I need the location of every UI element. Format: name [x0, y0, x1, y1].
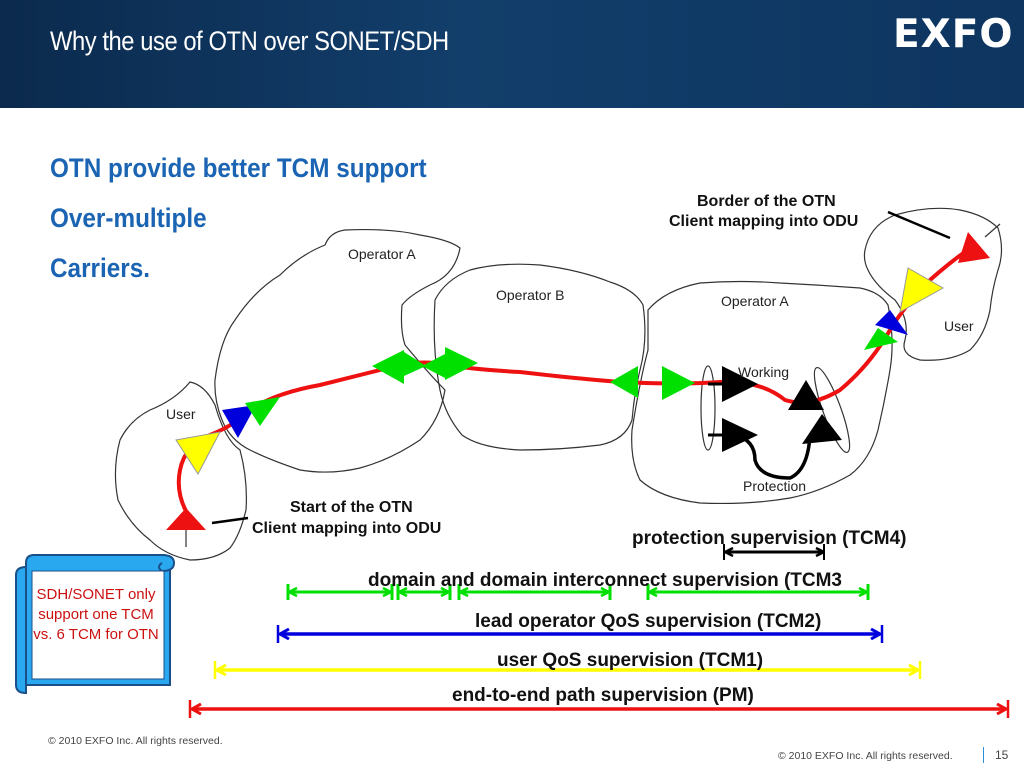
user-left-domain: [114, 381, 247, 561]
signal-path: [176, 243, 977, 520]
callout-scroll: [15, 554, 176, 695]
green-triangle-a1: [372, 350, 404, 384]
black-triangle-protection-left: [722, 418, 758, 452]
red-start-triangle: [166, 508, 206, 530]
heading-line-2: Over-multiple: [50, 203, 207, 233]
label-border-line2: Client mapping into ODU: [669, 213, 858, 230]
heading-line-1: OTN provide better TCM support: [50, 153, 427, 183]
label-start-line2: Client mapping into ODU: [252, 520, 441, 537]
green-triangle-b3: [610, 366, 638, 398]
green-triangle-right: [864, 328, 898, 350]
footer-copyright-left: © 2010 EXFO Inc. All rights reserved.: [48, 735, 223, 747]
heading-line-3: Carriers.: [50, 253, 150, 283]
green-triangle-left: [245, 397, 280, 426]
label-operator-b: Operator B: [496, 287, 564, 303]
operator-a-right-domain: [631, 280, 893, 505]
slide-header: Why the use of OTN over SONET/SDH EXFO: [0, 0, 1024, 108]
black-triangle-working-right: [788, 380, 824, 410]
label-user-right: User: [944, 318, 974, 334]
tcm2-label: lead operator QoS supervision (TCM2): [475, 611, 821, 632]
blue-triangle-left: [222, 405, 256, 438]
border-pointer-line: [887, 210, 951, 240]
yellow-triangle-right: [899, 267, 945, 313]
green-triangle-b1: [422, 354, 445, 378]
green-triangle-b2: [445, 347, 478, 380]
protection-path: [734, 433, 812, 480]
tcm3-label: domain and domain interconnect supervisi…: [368, 570, 842, 591]
user-right-domain: [863, 207, 1003, 361]
tcm1-label: user QoS supervision (TCM1): [497, 650, 763, 671]
green-triangle-a2: [404, 352, 426, 376]
label-border-line1: Border of the OTN: [697, 193, 836, 210]
protection-ring-left: [700, 365, 716, 451]
callout-text: SDH/SONET only support one TCM vs. 6 TCM…: [33, 586, 159, 643]
blue-triangle-right: [875, 310, 908, 335]
label-protection: Protection: [743, 478, 806, 494]
black-triangle-protection-right: [802, 414, 842, 444]
label-operator-a-right: Operator A: [721, 293, 789, 309]
operator-a-left-domain: [214, 228, 461, 473]
exfo-logo: EXFO: [893, 12, 1014, 57]
slide-title: Why the use of OTN over SONET/SDH: [50, 26, 449, 56]
label-working: Working: [738, 364, 789, 380]
protection-ring-right: [813, 367, 851, 453]
label-user-left: User: [166, 406, 196, 422]
red-end-triangle: [958, 232, 990, 263]
tcm4-label: protection supervision (TCM4): [632, 528, 906, 549]
start-pointer-line: [211, 516, 249, 525]
label-operator-a-left: Operator A: [348, 246, 416, 262]
green-triangle-c1: [662, 366, 695, 400]
footer-copyright-right: © 2010 EXFO Inc. All rights reserved.: [778, 750, 953, 762]
label-start-line1: Start of the OTN: [290, 499, 413, 516]
footer-separator: [983, 747, 984, 763]
black-triangle-working-left: [722, 366, 758, 402]
yellow-triangle-left: [175, 431, 221, 475]
page-number: 15: [995, 748, 1009, 762]
pm-label: end-to-end path supervision (PM): [452, 685, 754, 706]
